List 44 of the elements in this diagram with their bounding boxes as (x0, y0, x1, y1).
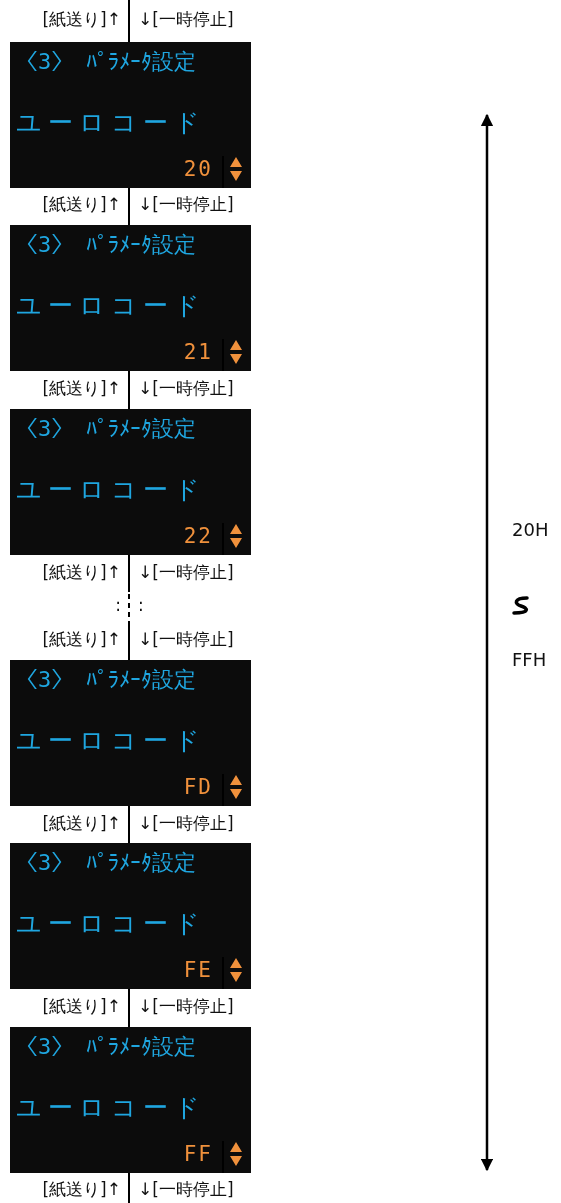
screen-title: 〈3〉 ﾊﾟﾗﾒｰﾀ設定 (16, 415, 197, 443)
key-label: ↓[一時停止] (138, 8, 234, 30)
key-label: [紙送り]↑ (42, 193, 121, 215)
display-screen (10, 225, 251, 371)
screen-title: 〈3〉 ﾊﾟﾗﾒｰﾀ設定 (16, 231, 197, 259)
display-screen (10, 843, 251, 989)
key-label: ↓[一時停止] (138, 628, 234, 650)
screen-title: 〈3〉 ﾊﾟﾗﾒｰﾀ設定 (16, 1033, 197, 1061)
screen-title: 〈3〉 ﾊﾟﾗﾒｰﾀ設定 (16, 666, 197, 694)
key-label: [紙送り]↑ (42, 561, 121, 583)
range-label: FFH (512, 649, 547, 671)
display-screen (10, 1027, 251, 1173)
key-label: [紙送り]↑ (42, 995, 121, 1017)
value-text: FE (183, 957, 213, 983)
screen-title: 〈3〉 ﾊﾟﾗﾒｰﾀ設定 (16, 48, 197, 76)
key-label: ↓[一時停止] (138, 561, 234, 583)
key-label: [紙送り]↑ (42, 812, 121, 834)
value-text: FD (183, 774, 213, 800)
menu-item: ユーロコード (16, 108, 206, 138)
value-text: 20 (183, 156, 213, 182)
display-screen (10, 42, 251, 188)
key-label: [紙送り]↑ (42, 8, 121, 30)
key-label: [紙送り]↑ (42, 628, 121, 650)
value-text: 21 (183, 339, 213, 365)
key-label: ↓[一時停止] (138, 995, 234, 1017)
key-label: [紙送り]↑ (42, 1178, 121, 1200)
key-label: ↓[一時停止] (138, 1178, 234, 1200)
key-label: [紙送り]↑ (42, 377, 121, 399)
key-label: : (115, 594, 121, 616)
menu-item: ユーロコード (16, 475, 206, 505)
key-label: : (138, 594, 144, 616)
screen-title: 〈3〉 ﾊﾟﾗﾒｰﾀ設定 (16, 849, 197, 877)
value-text: 22 (183, 523, 213, 549)
display-screen (10, 409, 251, 555)
menu-item: ユーロコード (16, 726, 206, 756)
range-label: 20H (512, 519, 549, 541)
menu-item: ユーロコード (16, 1093, 206, 1123)
key-label: ↓[一時停止] (138, 193, 234, 215)
menu-item: ユーロコード (16, 291, 206, 321)
value-text: FF (183, 1141, 213, 1167)
key-label: ↓[一時停止] (138, 812, 234, 834)
display-screen (10, 660, 251, 806)
key-label: ↓[一時停止] (138, 377, 234, 399)
menu-item: ユーロコード (16, 909, 206, 939)
